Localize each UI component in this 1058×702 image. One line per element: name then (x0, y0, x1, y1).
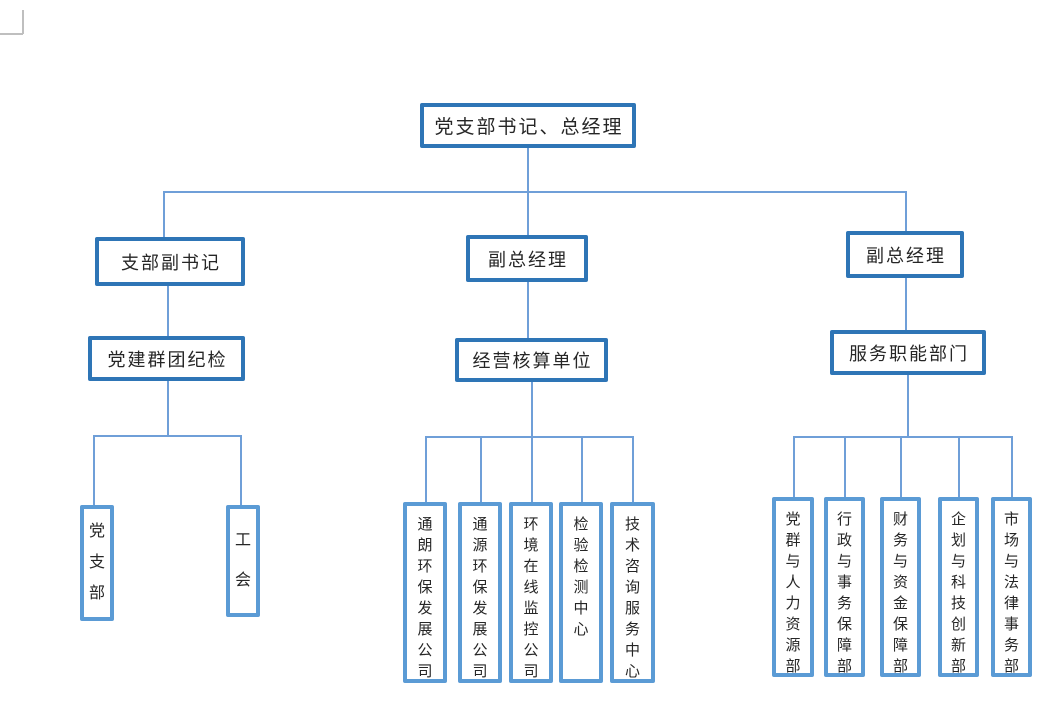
connector-line (900, 436, 902, 497)
connector-line (632, 436, 634, 502)
node-service-function-depts: 服务职能部门 (830, 330, 986, 375)
node-tech-consulting-center: 技术咨询服务中心 (610, 502, 655, 683)
node-online-monitoring-company: 环境在线监控公司 (509, 502, 553, 683)
node-market-legal-dept: 市场与法律事务部 (991, 497, 1032, 677)
connector-line (905, 191, 907, 231)
node-deputy-gm-1: 副总经理 (466, 235, 588, 282)
node-label: 支部副书记 (121, 252, 221, 273)
connector-line (907, 374, 909, 437)
connector-line (527, 191, 529, 235)
node-deputy-gm-2: 副总经理 (846, 231, 964, 278)
connector-line (240, 435, 242, 505)
node-root-label: 党支部书记、总经理 (434, 117, 624, 138)
node-tonglang-env-company: 通朗环保发展公司 (403, 502, 447, 683)
connector-line (531, 381, 533, 437)
connector-line (844, 436, 846, 497)
node-label: 服务职能部门 (849, 343, 969, 364)
node-label: 副总经理 (488, 249, 568, 270)
node-label: 经营核算单位 (472, 351, 593, 371)
connector-line (425, 436, 632, 438)
page-margin-mark-vertical (22, 10, 24, 34)
node-business-accounting-units: 经营核算单位 (455, 338, 608, 382)
node-label: 副总经理 (866, 245, 946, 266)
node-party-branch: 党支部 (80, 505, 114, 621)
connector-line (527, 148, 529, 192)
connector-line (958, 436, 960, 497)
connector-line (793, 436, 795, 497)
connector-line (163, 191, 165, 237)
connector-line (163, 191, 906, 193)
connector-line (93, 435, 241, 437)
node-admin-affairs-dept: 行政与事务保障部 (824, 497, 865, 677)
node-label: 党建群团纪检 (107, 349, 228, 370)
page-margin-mark-horizontal (0, 33, 23, 35)
connector-line (531, 436, 533, 502)
connector-line (905, 277, 907, 330)
node-inspection-testing-center: 检验检测中心 (559, 502, 603, 683)
connector-line (167, 285, 169, 336)
node-planning-tech-innovation-dept: 企划与科技创新部 (938, 497, 979, 677)
connector-line (527, 281, 529, 338)
connector-line (480, 436, 482, 502)
node-labor-union: 工会 (226, 505, 260, 617)
node-tongyuan-env-company: 通源环保发展公司 (458, 502, 502, 683)
connector-line (793, 436, 1011, 438)
node-branch-deputy-secretary: 支部副书记 (95, 237, 245, 286)
node-finance-funds-dept: 财务与资金保障部 (880, 497, 921, 677)
node-root: 党支部书记、总经理 (420, 103, 636, 148)
connector-line (93, 435, 95, 505)
node-party-group-discipline: 党建群团纪检 (88, 336, 245, 381)
connector-line (425, 436, 427, 502)
connector-line (581, 436, 583, 502)
connector-line (1011, 436, 1013, 497)
connector-line (167, 380, 169, 436)
node-party-hr-dept: 党群与人力资源部 (772, 497, 814, 677)
